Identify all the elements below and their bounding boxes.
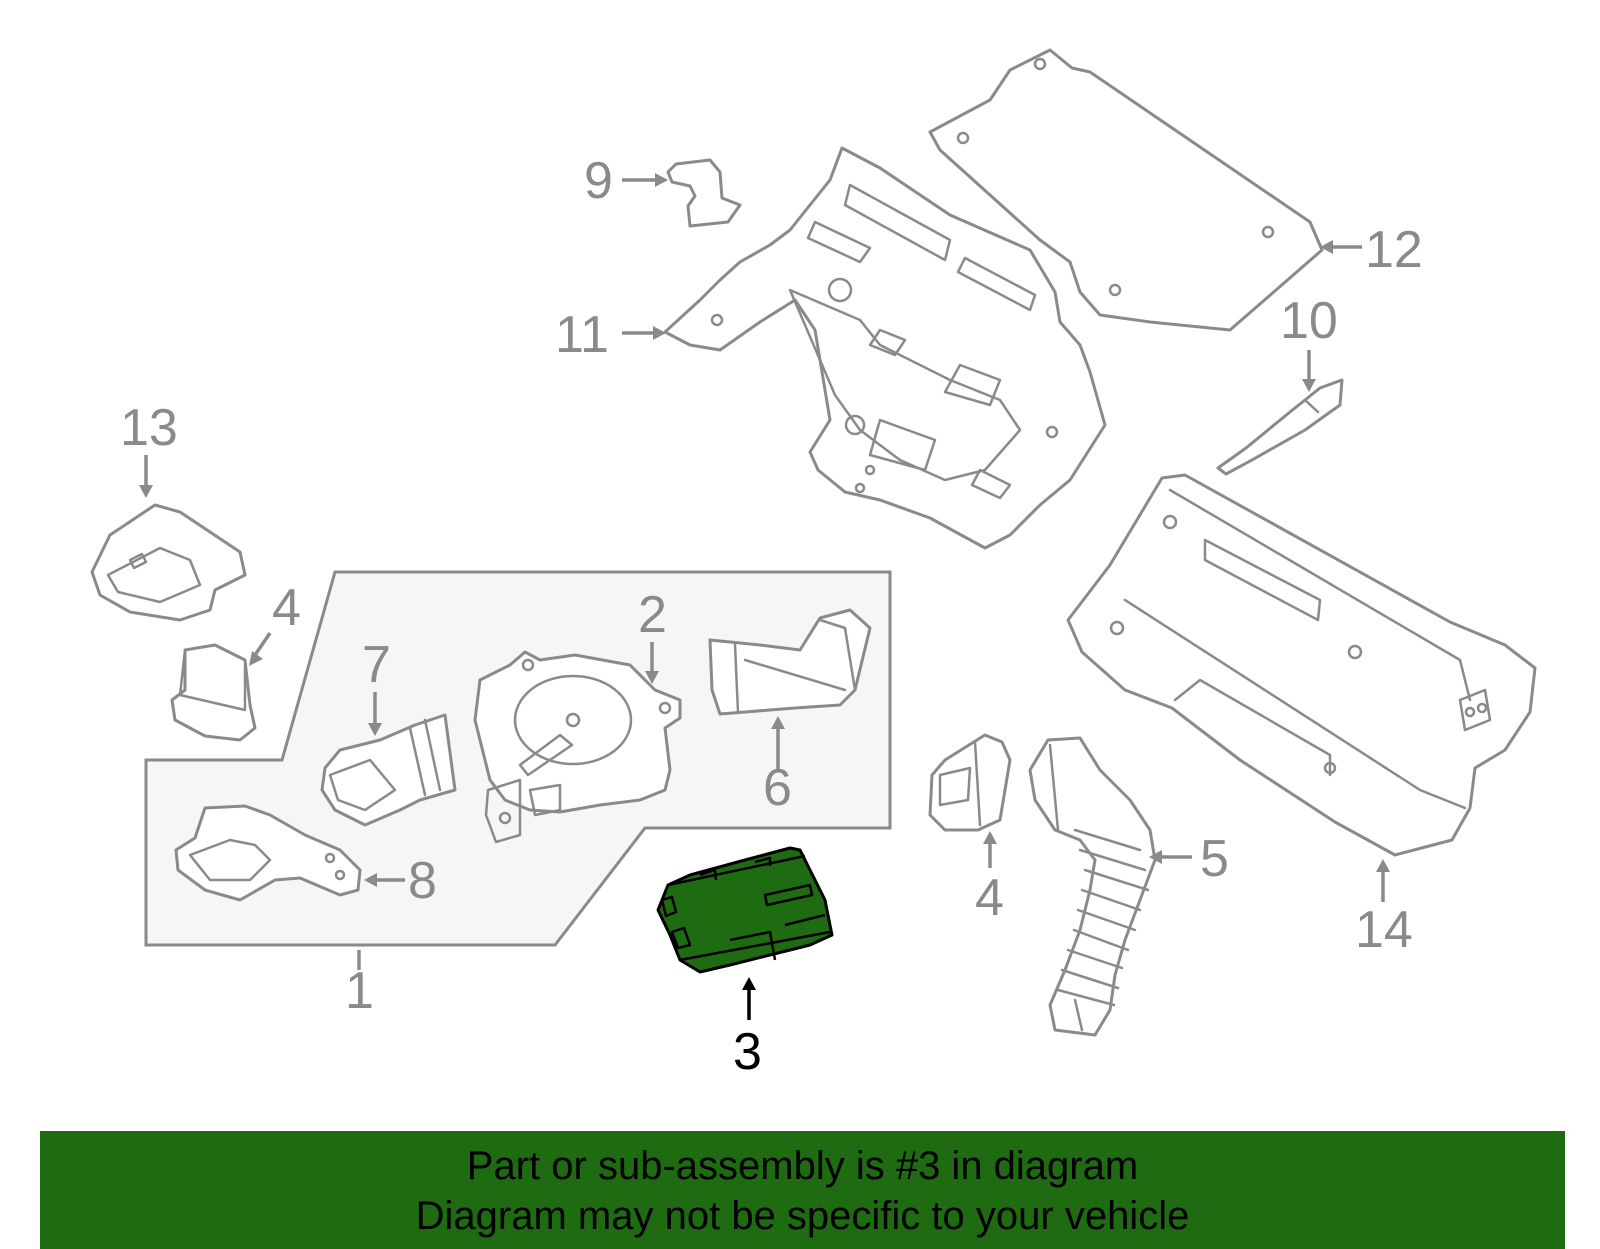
callout-14: 14 [1355, 901, 1413, 959]
part-8-vent[interactable] [174, 804, 362, 902]
callout-4-right: 4 [975, 869, 1004, 927]
callout-arrows [139, 173, 1390, 970]
callout-9: 9 [584, 152, 613, 210]
part-7-vent[interactable] [320, 713, 457, 827]
banner-line-1: Part or sub-assembly is #3 in diagram [466, 1144, 1139, 1188]
part-3-module-highlighted[interactable] [656, 846, 834, 974]
part-10-strip[interactable] [1216, 378, 1344, 476]
callout-13: 13 [120, 399, 178, 457]
part-14-duct-panel[interactable] [1066, 473, 1537, 857]
callout-1: 1 [345, 962, 374, 1020]
part-9-bracket[interactable] [666, 158, 742, 228]
callout-8: 8 [408, 852, 437, 910]
info-banner: Part or sub-assembly is #3 in diagram Di… [40, 1131, 1565, 1249]
callout-5: 5 [1200, 830, 1229, 888]
part-4-left-boot[interactable] [170, 643, 257, 742]
part-5-hose[interactable] [1028, 736, 1157, 1037]
callout-7: 7 [362, 636, 391, 694]
part-4-right-boot[interactable] [928, 733, 1012, 832]
callout-6: 6 [763, 759, 792, 817]
banner-line-2: Diagram may not be specific to your vehi… [415, 1194, 1190, 1238]
part-13-vent[interactable] [90, 503, 247, 622]
callout-arrow-3 [742, 977, 756, 1020]
callout-12: 12 [1365, 221, 1423, 279]
callout-2: 2 [638, 586, 667, 644]
part-2-blower[interactable] [473, 650, 682, 844]
part-12-panel[interactable] [928, 48, 1324, 332]
callout-11: 11 [555, 306, 609, 364]
callout-10: 10 [1280, 292, 1338, 350]
part-6-duct[interactable] [708, 608, 872, 716]
callout-4-left: 4 [272, 579, 301, 637]
part-11-tray[interactable] [663, 146, 1107, 550]
callout-3: 3 [733, 1023, 762, 1081]
